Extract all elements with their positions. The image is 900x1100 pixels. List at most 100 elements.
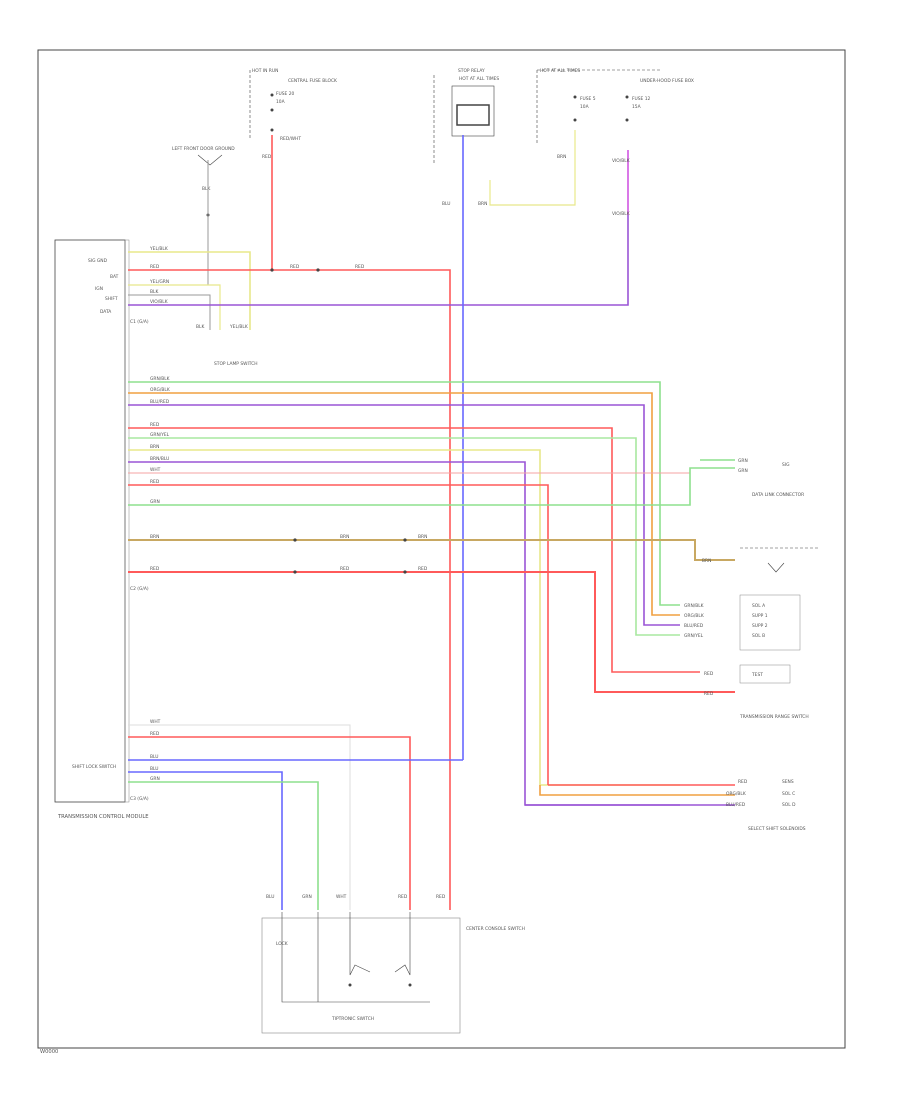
module-title: TRANSMISSION CONTROL MODULE bbox=[57, 814, 149, 820]
splice-dots bbox=[270, 268, 407, 574]
lbl-trs-red2: RED bbox=[704, 691, 714, 697]
wire-red-main-2 bbox=[128, 571, 735, 693]
wire-wht-c3 bbox=[128, 724, 351, 910]
fuse-a-num: FUSE 20 bbox=[276, 91, 294, 97]
wire-tan-relay bbox=[489, 130, 576, 206]
lbl-trs-4: GRN/YEL bbox=[684, 633, 704, 639]
wire-yel-top bbox=[128, 251, 251, 330]
lbl-vio-blk: VIO/BLK bbox=[150, 299, 168, 305]
lbl-yel: YEL/BLK bbox=[149, 246, 168, 252]
lbl-yel-grn: YEL/GRN bbox=[149, 279, 169, 285]
lbl-sol-b: SOL B bbox=[752, 633, 765, 639]
lbl-sol-c: SOL C bbox=[782, 791, 795, 797]
lbl-red-main-3: RED bbox=[418, 566, 428, 572]
lbl-blu-relay: BLU bbox=[442, 201, 450, 207]
connector-c1: C1 (G/A) bbox=[130, 319, 149, 325]
lbl-blk: BLK bbox=[150, 289, 158, 295]
lbl-blu-c3: BLU bbox=[150, 754, 158, 760]
lbl-red-main-2: RED bbox=[340, 566, 350, 572]
wire-yel-grn bbox=[128, 284, 221, 330]
wire-blk-ground bbox=[128, 160, 209, 286]
lbl-brn-fuse: BRN bbox=[557, 154, 566, 160]
lbl-trs-2: ORG/BLK bbox=[684, 613, 704, 619]
wire-red-3 bbox=[128, 484, 549, 785]
stop-lamp-label: STOP LAMP SWITCH bbox=[214, 361, 258, 367]
wire-grn-2 bbox=[128, 437, 680, 636]
fuse-a-wire-label-2: RED/WHT bbox=[280, 136, 301, 142]
fuse-block-middle: STOP RELAY HOT AT ALL TIMES bbox=[433, 68, 499, 165]
connector-c3: C3 (G/A) bbox=[130, 796, 149, 802]
lbl-brn: BRN bbox=[150, 444, 159, 450]
hot-in-run-label: HOT IN RUN bbox=[252, 68, 278, 74]
lbl-ts-grn: GRN bbox=[302, 894, 312, 900]
fuse-block-a-label: CENTRAL FUSE BLOCK bbox=[288, 78, 337, 84]
lbl-sol-a: SOL A bbox=[752, 603, 765, 609]
wire-grn-3 bbox=[128, 467, 735, 506]
fuse-b2-label: FUSE 12 bbox=[632, 96, 650, 102]
lbl-red-1: RED bbox=[150, 264, 160, 270]
lbl-brn-main: BRN bbox=[150, 534, 159, 540]
lbl-supp1: SUPP 1 bbox=[752, 613, 768, 619]
fuse-b1-amp: 10A bbox=[580, 104, 589, 110]
lbl-ts-wht: WHT bbox=[336, 894, 347, 900]
lbl-red-2: RED bbox=[290, 264, 300, 270]
lbl-sel-blu: BLU/RED bbox=[726, 802, 746, 808]
wire-grn-c3 bbox=[128, 781, 319, 910]
wire-violet-main bbox=[128, 150, 629, 306]
lbl-red-c2b: RED bbox=[150, 479, 160, 485]
lbl-vio-fuse-2: VIO/BLK bbox=[612, 211, 630, 217]
lbl-grn-blk: GRN/BLK bbox=[150, 376, 170, 382]
lbl-trs-red: RED bbox=[704, 671, 714, 677]
wire-orange-sel bbox=[539, 785, 735, 796]
lbl-red-main: RED bbox=[150, 566, 160, 572]
pin-shift: SHIFT bbox=[105, 296, 118, 302]
ground-wire-label: BLK bbox=[202, 186, 210, 192]
fuse-block-left: HOT IN RUN CENTRAL FUSE BLOCK FUSE 20 10… bbox=[249, 68, 337, 160]
wire-labels: YEL/BLK RED RED RED YEL/GRN BLK VIO/BLK … bbox=[149, 154, 630, 782]
lbl-supp2: SUPP 2 bbox=[752, 623, 768, 629]
wire-red-2 bbox=[128, 427, 700, 673]
lbl-brn-ss: BRN bbox=[702, 558, 711, 564]
lbl-yel-2: YEL/BLK bbox=[229, 324, 248, 330]
ground-top-label: LEFT FRONT DOOR GROUND bbox=[172, 146, 235, 152]
shift-lock-label: SHIFT LOCK SWITCH bbox=[72, 764, 116, 770]
wire-red-c3 bbox=[128, 736, 411, 910]
trans-range-label: TRANSMISSION RANGE SWITCH bbox=[739, 714, 809, 720]
fuse-block-b-label: UNDER-HOOD FUSE BOX bbox=[640, 78, 694, 84]
fuse-a-amp: 10A bbox=[276, 99, 285, 105]
wire-grn-1 bbox=[128, 381, 680, 606]
wire-org-1 bbox=[128, 392, 680, 616]
tiptronic-switch: BLU GRN WHT RED RED CENTER CONSOLE SWITC… bbox=[261, 894, 525, 1034]
lbl-wht-c3: WHT bbox=[150, 719, 161, 725]
pin-data: DATA bbox=[100, 309, 111, 315]
lbl-ts-blu: BLU bbox=[266, 894, 274, 900]
lbl-vio-fuse: VIO/BLK bbox=[612, 158, 630, 164]
lbl-ts-red: RED bbox=[398, 894, 408, 900]
lbl-brn-main-2: BRN bbox=[340, 534, 349, 540]
lbl-grn-c3: GRN bbox=[150, 776, 160, 782]
lbl-red-c2: RED bbox=[150, 422, 160, 428]
data-link-connector: GRN GRN SIG DATA LINK CONNECTOR bbox=[738, 458, 804, 498]
lbl-wht: WHT bbox=[150, 467, 161, 473]
pin-bat: BAT bbox=[110, 274, 119, 280]
fuse-b2-amp: 15A bbox=[632, 104, 641, 110]
lbl-test: TEST bbox=[751, 672, 763, 678]
wire-blu-c3b bbox=[128, 771, 283, 910]
lbl-brn-main-3: BRN bbox=[418, 534, 427, 540]
data-link-label: DATA LINK CONNECTOR bbox=[752, 492, 804, 498]
hot-at-all-times-2: HOT AT ALL TIMES bbox=[540, 68, 580, 74]
lbl-ts-red2: RED bbox=[436, 894, 446, 900]
fuse-block-right: HOT AT ALL TIMES UNDER-HOOD FUSE BOX FUS… bbox=[536, 68, 694, 145]
pin-sig-gnd: SIG GND bbox=[88, 258, 108, 264]
lbl-sens: SENS bbox=[782, 779, 794, 785]
wire-blk-short bbox=[128, 294, 211, 330]
transmission-control-module: TRANSMISSION CONTROL MODULE SIG GND BAT … bbox=[54, 239, 149, 820]
wire-red-main bbox=[128, 269, 451, 910]
hot-at-all-times-label: HOT AT ALL TIMES bbox=[459, 76, 499, 82]
wire-pur-2 bbox=[128, 461, 680, 806]
center-console-label: CENTER CONSOLE SWITCH bbox=[466, 926, 525, 932]
fuse-a-wire-label: RED bbox=[262, 154, 272, 160]
lbl-grn-yel: GRN/YEL bbox=[150, 432, 170, 438]
connector-c2: C2 (G/A) bbox=[130, 586, 149, 592]
